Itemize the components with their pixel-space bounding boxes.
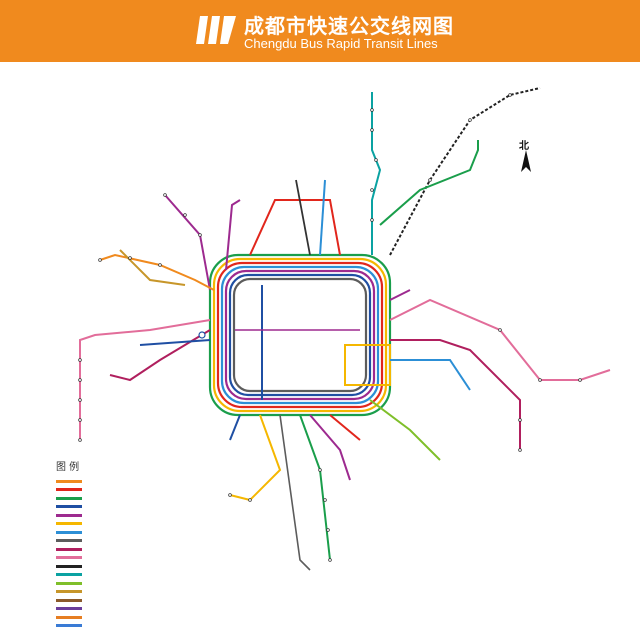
legend-item bbox=[56, 588, 166, 597]
legend-swatch bbox=[56, 496, 82, 500]
station-markers bbox=[78, 93, 582, 562]
legend-item bbox=[56, 511, 166, 520]
central-loop bbox=[208, 253, 392, 417]
legend-swatch bbox=[56, 590, 82, 594]
legend-swatch bbox=[56, 522, 82, 526]
legend-swatch bbox=[56, 581, 82, 585]
map-subtitle: Chengdu Bus Rapid Transit Lines bbox=[244, 36, 438, 51]
legend-item bbox=[56, 545, 166, 554]
legend-item bbox=[56, 596, 166, 605]
legend-item bbox=[56, 477, 166, 486]
legend-item bbox=[56, 554, 166, 563]
north-red-line bbox=[249, 199, 341, 256]
north-dark-line bbox=[295, 179, 311, 256]
east-blue-line bbox=[390, 359, 471, 391]
legend-swatch bbox=[56, 624, 82, 628]
south-green-line bbox=[299, 414, 331, 561]
west-pink-line bbox=[79, 319, 211, 440]
legend-swatch bbox=[56, 547, 82, 551]
legend-item bbox=[56, 537, 166, 546]
legend-swatch bbox=[56, 598, 82, 602]
legend-swatch bbox=[56, 530, 82, 534]
south-lime-line bbox=[369, 399, 441, 461]
east-purple-line bbox=[389, 289, 411, 301]
north-teal-line bbox=[371, 92, 382, 255]
northeast-green-line bbox=[379, 140, 479, 226]
legend-item bbox=[56, 622, 166, 631]
west-maroon-line bbox=[109, 329, 211, 382]
legend-swatch bbox=[56, 479, 82, 483]
south-yellow-line bbox=[229, 414, 282, 502]
north-blue-line bbox=[319, 179, 326, 256]
legend-item bbox=[56, 571, 166, 580]
east-maroon-line bbox=[390, 339, 521, 450]
brt-logo-icon bbox=[196, 16, 236, 44]
east-gold-loop bbox=[344, 344, 391, 386]
legend-item bbox=[56, 579, 166, 588]
legend-item bbox=[56, 494, 166, 503]
south-blue-line bbox=[229, 414, 241, 441]
legend-title: 图 例 bbox=[56, 462, 80, 473]
legend-swatch bbox=[56, 513, 82, 517]
west-blue-line bbox=[139, 339, 211, 346]
legend-item bbox=[56, 613, 166, 622]
legend-swatch bbox=[56, 556, 82, 560]
legend-swatch bbox=[56, 573, 82, 577]
legend-item bbox=[56, 486, 166, 495]
legend-swatch bbox=[56, 564, 82, 568]
northwest-gold-line bbox=[119, 249, 186, 286]
legend-item bbox=[56, 503, 166, 512]
north-label: 北 bbox=[519, 141, 529, 152]
map-title: 成都市快速公交线网图 bbox=[244, 14, 454, 38]
legend-swatch bbox=[56, 607, 82, 611]
south-gray-line bbox=[279, 414, 311, 571]
legend-swatch bbox=[56, 615, 82, 619]
north-arrow-icon bbox=[521, 150, 531, 172]
legend-item bbox=[56, 528, 166, 537]
legend-swatch bbox=[56, 505, 82, 509]
south-purple-line bbox=[309, 414, 351, 481]
legend-item bbox=[56, 562, 166, 571]
east-pink-line bbox=[389, 298, 611, 381]
north-purple-line bbox=[225, 199, 241, 271]
legend-swatch bbox=[56, 539, 82, 543]
legend-item bbox=[56, 605, 166, 614]
title-banner: 成都市快速公交线网图 Chengdu Bus Rapid Transit Lin… bbox=[0, 0, 640, 62]
south-red-line bbox=[329, 414, 361, 441]
legend-item bbox=[56, 520, 166, 529]
brt-network-map bbox=[78, 87, 611, 571]
northwest-orange-line bbox=[99, 253, 215, 291]
map-legend: 图 例 bbox=[56, 458, 166, 630]
legend-swatch bbox=[56, 488, 82, 492]
